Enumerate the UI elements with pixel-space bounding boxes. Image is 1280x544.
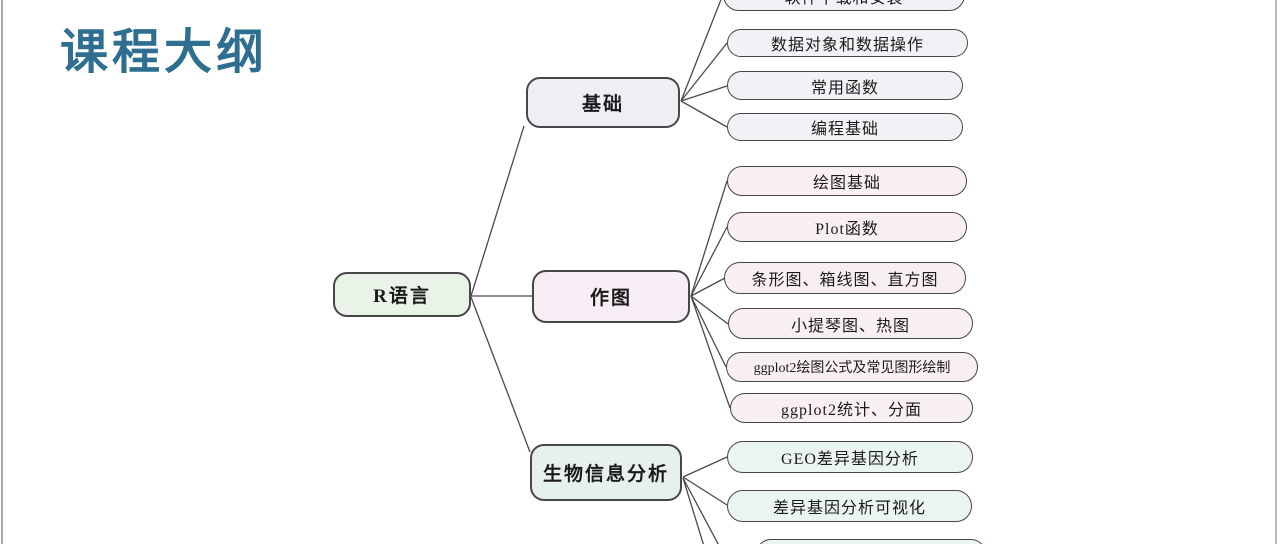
node-bioinfo-child-partial <box>756 539 986 544</box>
slide-left-edge <box>1 0 3 544</box>
node-branch-plotting: 作图 <box>532 270 690 323</box>
node-plotting-child-ggplot2-stats-facet: ggplot2统计、分面 <box>730 393 973 423</box>
node-branch-bioinfo: 生物信息分析 <box>530 444 682 501</box>
node-plotting-child-violin-heatmap: 小提琴图、热图 <box>728 308 973 339</box>
slide-right-edge <box>1275 0 1277 544</box>
node-basics-child-common-functions: 常用函数 <box>727 71 963 100</box>
node-branch-basics: 基础 <box>526 77 680 128</box>
node-plotting-child-ggplot2-formula: ggplot2绘图公式及常见图形绘制 <box>726 352 978 382</box>
node-plotting-child-drawing-basics: 绘图基础 <box>727 166 967 196</box>
node-plotting-child-bar-box-hist: 条形图、箱线图、直方图 <box>724 262 966 294</box>
node-root: R语言 <box>333 272 471 317</box>
node-basics-child-programming-basics: 编程基础 <box>727 113 963 141</box>
node-bioinfo-child-deg-visualization: 差异基因分析可视化 <box>727 490 972 522</box>
node-basics-child-data-objects: 数据对象和数据操作 <box>727 29 968 57</box>
node-bioinfo-child-geo-deg: GEO差异基因分析 <box>727 441 973 473</box>
node-plotting-child-plot-function: Plot函数 <box>727 212 967 242</box>
node-basics-child-download-install: 软件下载和安装 <box>723 0 965 11</box>
page-title: 课程大纲 <box>60 26 269 79</box>
